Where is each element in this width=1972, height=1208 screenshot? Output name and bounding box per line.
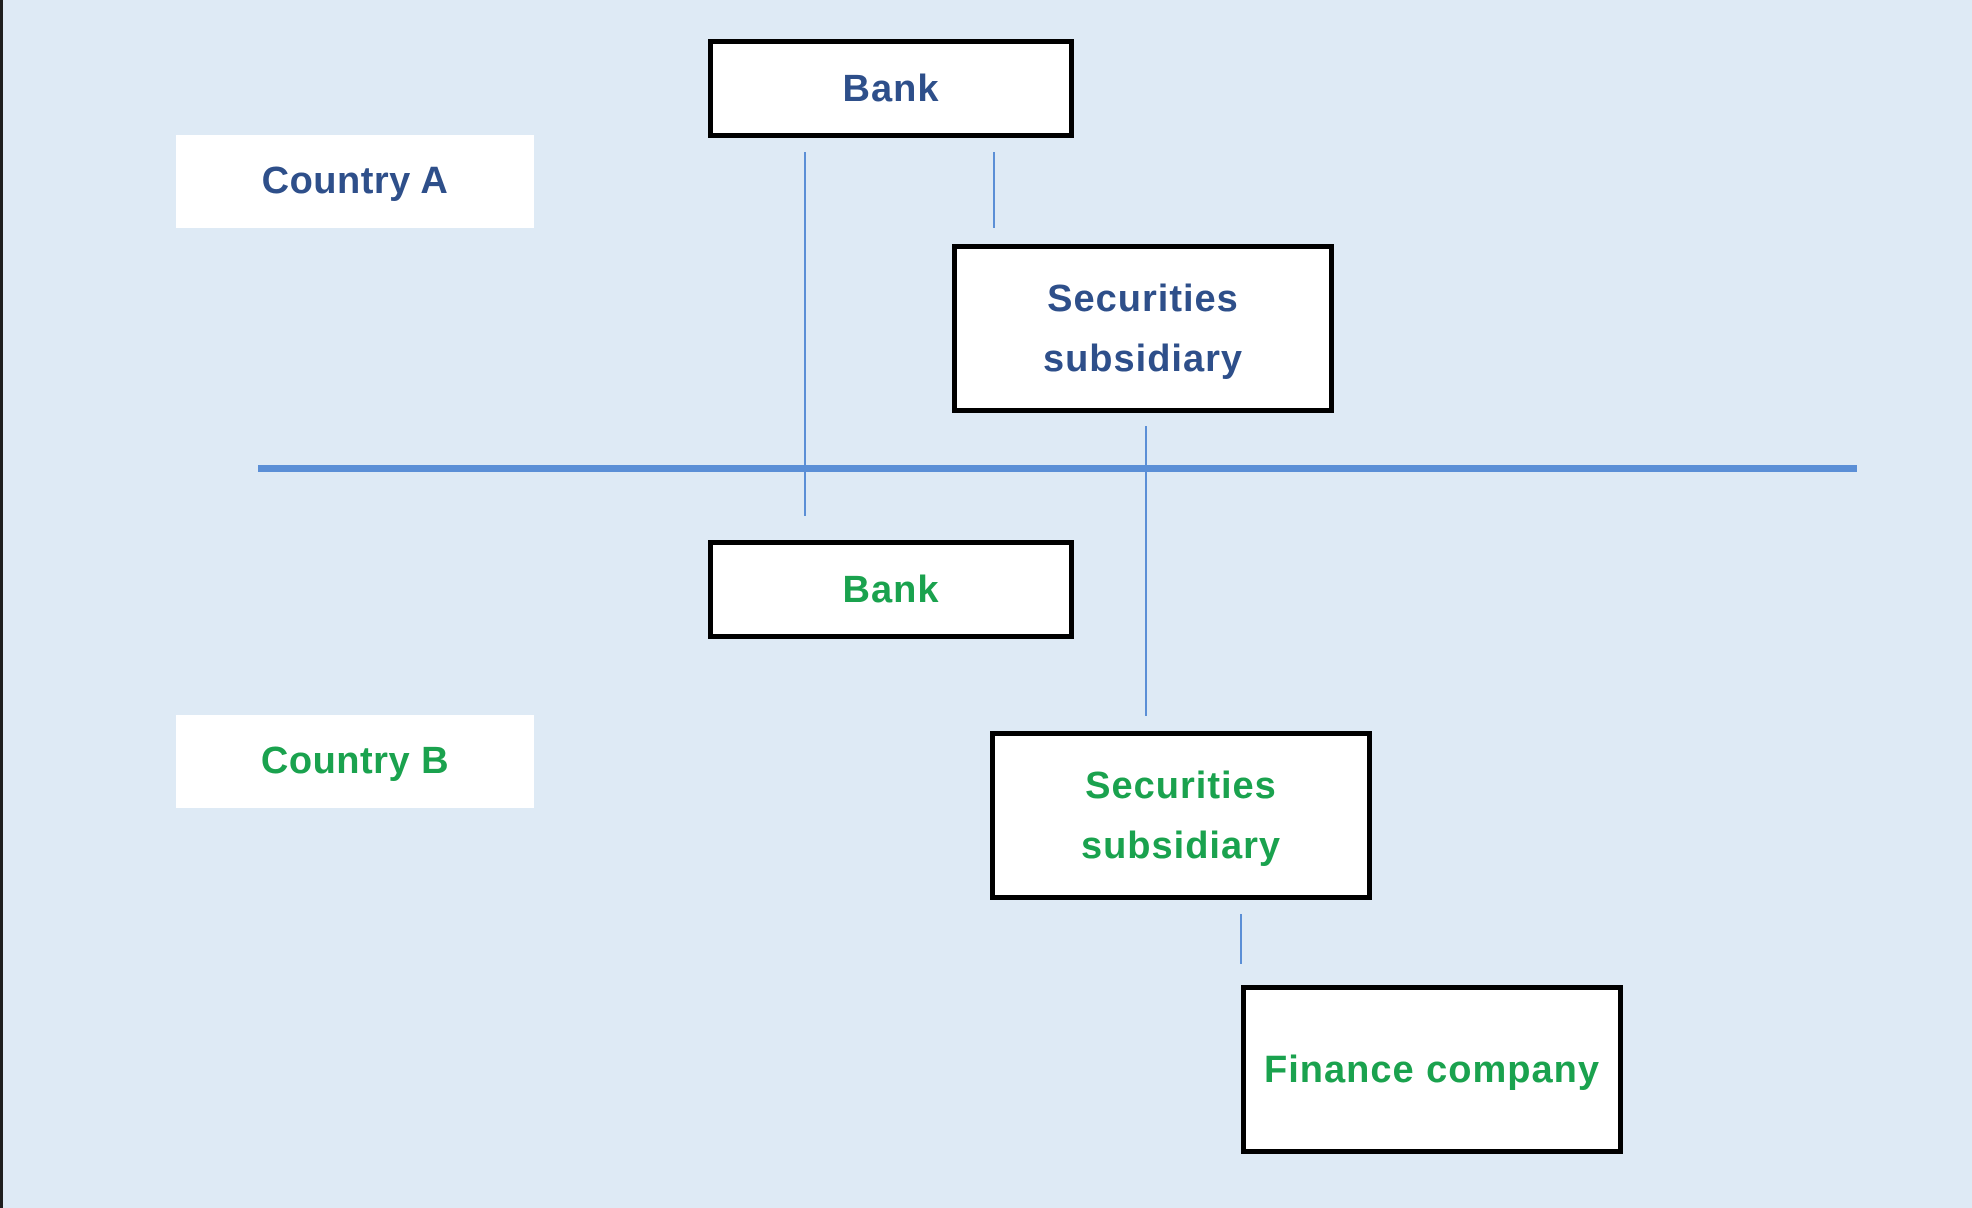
country-a-label: Country A bbox=[176, 135, 534, 228]
country-b-bank-box: Bank bbox=[708, 540, 1074, 639]
connector-securities-a-to-securities-b bbox=[1145, 426, 1147, 716]
country-b-label-text: Country B bbox=[260, 740, 450, 782]
country-b-securities-box: Securities subsidiary bbox=[990, 731, 1372, 900]
country-b-finance-text: Finance company bbox=[1264, 1048, 1600, 1091]
country-b-label: Country B bbox=[176, 715, 534, 808]
country-b-bank-text: Bank bbox=[842, 568, 940, 611]
country-b-finance-box: Finance company bbox=[1241, 985, 1623, 1154]
country-a-label-text: Country A bbox=[261, 160, 449, 202]
connector-securities-b-to-finance-b bbox=[1240, 914, 1242, 964]
connector-bank-a-to-securities-a bbox=[993, 152, 995, 228]
country-a-securities-text: Securities subsidiary bbox=[1042, 277, 1244, 380]
country-a-bank-text: Bank bbox=[842, 67, 940, 110]
country-border-line bbox=[258, 465, 1857, 472]
country-a-securities-box: Securities subsidiary bbox=[952, 244, 1334, 413]
connector-bank-a-to-bank-b bbox=[804, 152, 806, 516]
country-a-bank-box: Bank bbox=[708, 39, 1074, 138]
country-b-securities-text: Securities subsidiary bbox=[1080, 764, 1282, 867]
left-border bbox=[0, 0, 3, 1208]
